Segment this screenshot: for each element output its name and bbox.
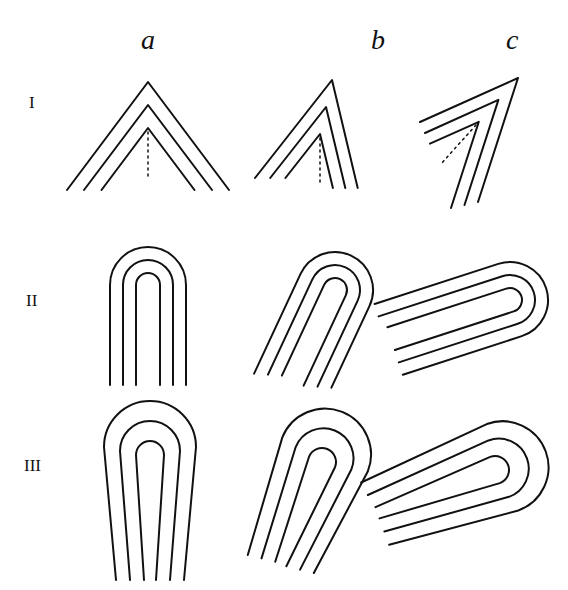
similar-fold-upright <box>104 401 196 580</box>
column-label: c <box>506 26 518 54</box>
parallel-fold-upright <box>110 247 186 385</box>
parallel-fold-recumbent <box>375 252 558 376</box>
parallel-fold-inclined <box>254 240 385 406</box>
row-label: II <box>26 292 37 309</box>
chevron-fold-upright <box>67 82 229 190</box>
row-label: I <box>29 94 35 111</box>
column-label: b <box>371 26 385 54</box>
column-label: a <box>141 26 155 54</box>
row-label: III <box>24 457 41 474</box>
similar-fold-inclined <box>237 395 385 585</box>
chevron-fold-inclined <box>255 80 358 188</box>
chevron-fold-overturned <box>420 78 518 208</box>
similar-fold-recumbent <box>357 408 561 557</box>
